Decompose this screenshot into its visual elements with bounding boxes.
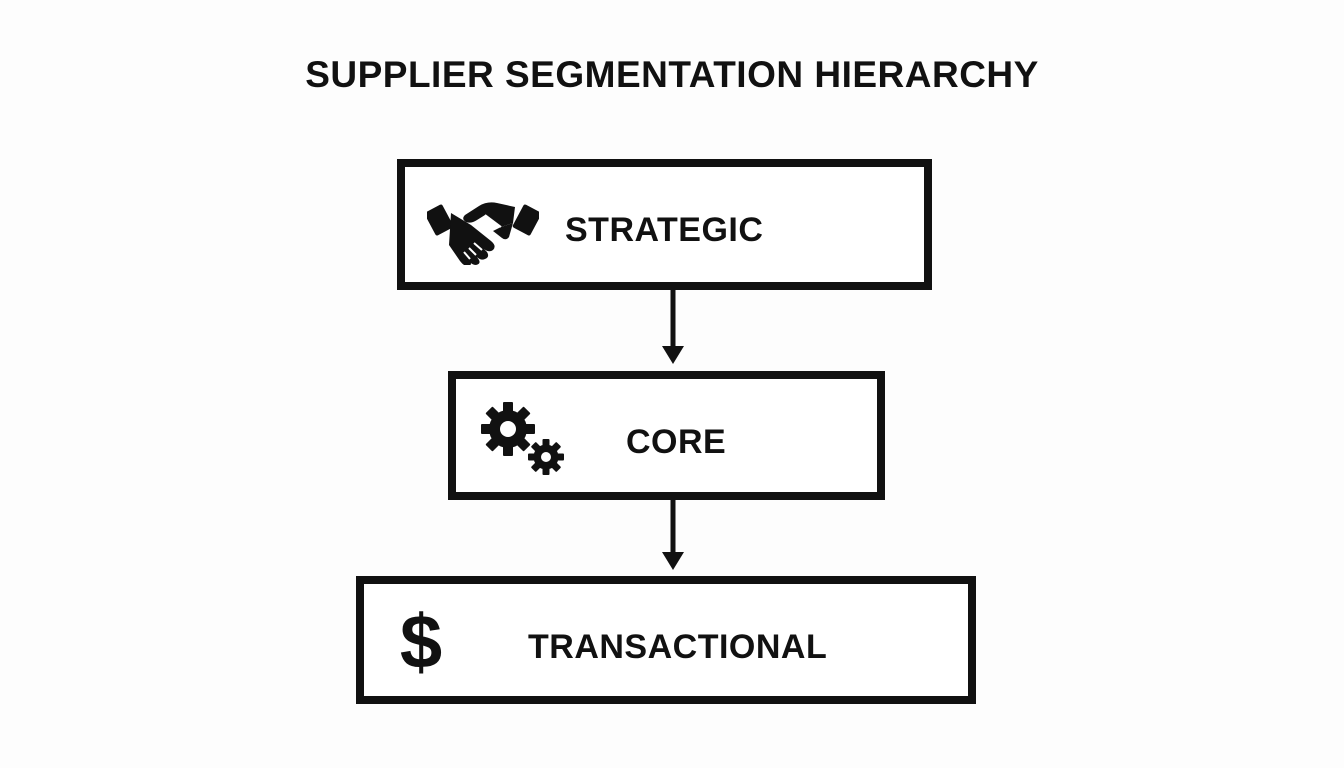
diagram-title: SUPPLIER SEGMENTATION HIERARCHY [305, 54, 1039, 95]
tier-label-strategic: STRATEGIC [565, 211, 764, 249]
svg-text:$: $ [400, 600, 442, 680]
tier-label-core: CORE [626, 423, 727, 461]
dollar-sign-icon: $ [396, 600, 446, 685]
tier-box-transactional: $ TRANSACTIONAL [356, 576, 976, 704]
handshake-icon [424, 193, 542, 270]
connector-arrow-strategic-core [662, 290, 684, 364]
tier-box-core: CORE [448, 371, 885, 500]
gears-icon [478, 401, 570, 488]
tier-box-strategic: STRATEGIC [397, 159, 932, 290]
connector-arrow-core-transactional [662, 500, 684, 570]
tier-label-transactional: TRANSACTIONAL [528, 628, 828, 666]
